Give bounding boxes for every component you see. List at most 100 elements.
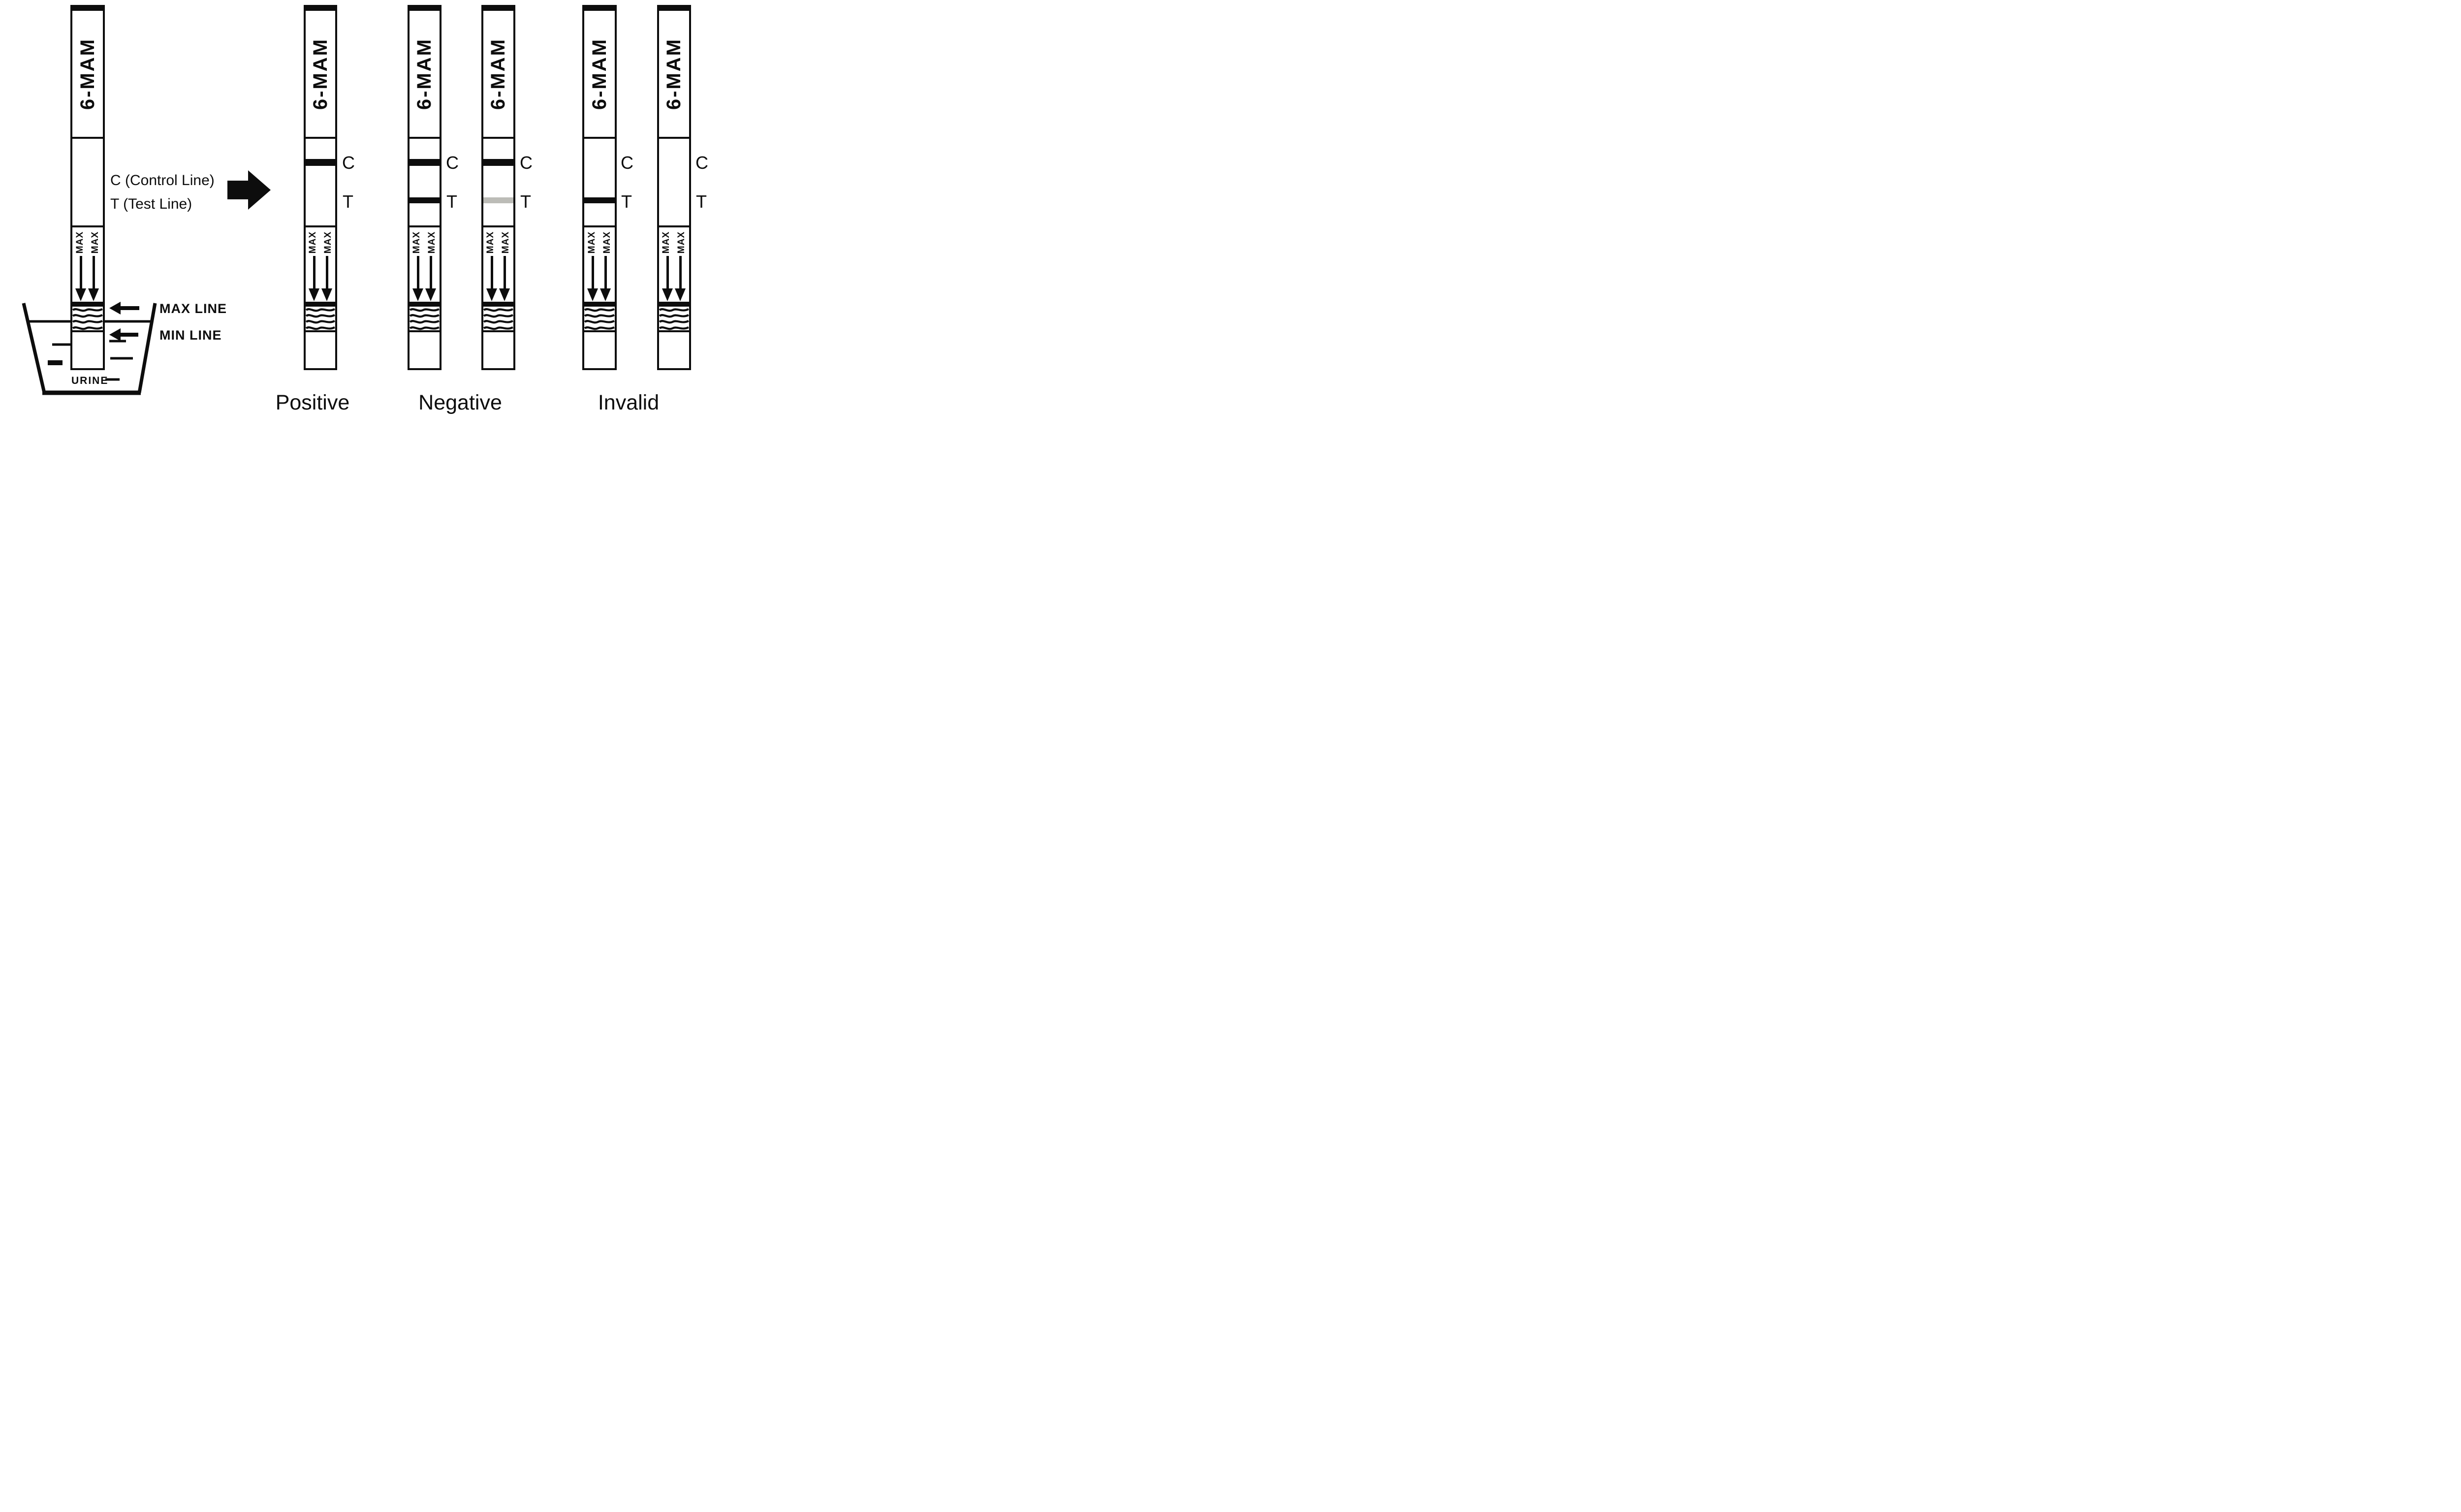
test-strip-invalid-1: 6-MAM MAX MAX <box>582 5 617 370</box>
control-line-bar <box>410 159 440 166</box>
max-words: MAX MAX <box>306 231 335 254</box>
down-arrow-icon <box>491 256 493 289</box>
section-divider <box>659 137 689 139</box>
sample-pad-waves-icon <box>483 308 513 330</box>
test-strip-positive: 6-MAM MAX MAX <box>304 5 337 370</box>
urine-label: URINE <box>71 375 109 386</box>
strip-title-area: 6-MAM <box>659 11 689 137</box>
min-line-arrow-icon <box>120 333 138 337</box>
down-arrow-icon <box>600 288 611 301</box>
down-arrow-icon <box>75 288 86 301</box>
strip-drug-label: 6-MAM <box>76 37 98 110</box>
down-arrow-icon <box>80 256 82 289</box>
down-arrow-icon <box>309 288 319 301</box>
test-line-bar <box>410 197 440 203</box>
control-marker: C <box>621 153 633 173</box>
section-divider <box>306 330 335 332</box>
strip-body: 6-MAM MAX MAX <box>584 11 615 368</box>
strip-drug-label: 6-MAM <box>487 37 509 110</box>
down-arrow-icon <box>430 256 432 289</box>
test-line-bar-faint <box>483 197 513 203</box>
test-strip-negative-2: 6-MAM MAX MAX <box>481 5 515 370</box>
section-divider <box>72 330 103 332</box>
control-marker: C <box>446 153 459 173</box>
max-text: MAX <box>74 231 85 254</box>
test-instruction-diagram: 6-MAM MAX MAX <box>0 0 756 425</box>
strip-body: 6-MAM MAX MAX <box>659 11 689 368</box>
strip-drug-label: 6-MAM <box>588 37 610 110</box>
legend-control-line: C (Control Line) <box>110 172 215 189</box>
down-arrow-icon <box>675 288 686 301</box>
down-arrow-icon <box>486 288 497 301</box>
max-fill-line <box>410 302 440 307</box>
max-text: MAX <box>307 231 318 254</box>
strip-drug-label: 6-MAM <box>309 37 331 110</box>
down-arrow-icon <box>499 288 510 301</box>
control-marker: C <box>520 153 533 173</box>
section-divider <box>584 330 615 332</box>
strip-title-area: 6-MAM <box>483 11 513 137</box>
down-arrow-icon <box>417 256 419 289</box>
down-arrow-icon <box>412 288 423 301</box>
sample-pad-waves-icon <box>72 308 103 330</box>
result-label-invalid: Invalid <box>598 391 660 414</box>
control-marker: C <box>695 153 708 173</box>
test-line-bar <box>584 197 615 203</box>
section-divider <box>483 330 513 332</box>
sample-pad-waves-icon <box>584 308 615 330</box>
down-arrow-icon <box>604 256 607 289</box>
max-fill-line <box>306 302 335 307</box>
max-fill-line <box>72 302 103 307</box>
section-divider <box>410 225 440 227</box>
down-arrow-icon <box>679 256 682 289</box>
section-divider <box>410 330 440 332</box>
section-divider <box>72 137 103 139</box>
control-line-bar <box>483 159 513 166</box>
down-arrow-icon <box>592 256 594 289</box>
result-label-positive: Positive <box>275 391 350 414</box>
max-words: MAX MAX <box>584 231 615 254</box>
down-arrow-icon <box>587 288 598 301</box>
down-arrow-icon <box>326 256 328 289</box>
strip-title-area: 6-MAM <box>584 11 615 137</box>
test-marker: T <box>696 191 707 212</box>
section-divider <box>483 137 513 139</box>
legend-test-line: T (Test Line) <box>110 196 192 212</box>
down-arrow-icon <box>425 288 436 301</box>
cup-right-wall <box>137 303 157 393</box>
big-right-arrow-icon <box>227 170 271 210</box>
max-line-label: MAX LINE <box>159 301 227 316</box>
section-divider <box>659 330 689 332</box>
test-strip-negative-1: 6-MAM MAX MAX <box>408 5 442 370</box>
max-words: MAX MAX <box>72 231 103 254</box>
test-marker: T <box>520 191 531 212</box>
max-words: MAX MAX <box>659 231 689 254</box>
control-marker: C <box>342 153 355 173</box>
down-arrow-icon <box>93 256 95 289</box>
strip-drug-label: 6-MAM <box>413 37 435 110</box>
result-label-negative: Negative <box>418 391 502 414</box>
down-arrow-icon <box>321 288 332 301</box>
cup-left-wall <box>22 303 46 393</box>
max-fill-line <box>584 302 615 307</box>
section-divider <box>659 225 689 227</box>
section-divider <box>72 225 103 227</box>
min-line-arrow-icon <box>109 328 121 341</box>
sample-pad-waves-icon <box>410 308 440 330</box>
max-line-arrow-icon <box>120 306 139 310</box>
sample-pad-waves-icon <box>306 308 335 330</box>
down-arrow-icon <box>88 288 99 301</box>
section-divider <box>584 137 615 139</box>
max-text: MAX <box>501 231 511 254</box>
max-words: MAX MAX <box>410 231 440 254</box>
max-text: MAX <box>485 231 496 254</box>
down-arrow-icon <box>313 256 316 289</box>
max-line-arrow-icon <box>109 302 121 315</box>
down-arrow-icon <box>666 256 669 289</box>
strip-body: 6-MAM MAX MAX <box>483 11 513 368</box>
section-divider <box>410 137 440 139</box>
strip-body: 6-MAM MAX MAX <box>410 11 440 368</box>
max-text: MAX <box>601 231 612 254</box>
strip-title-area: 6-MAM <box>306 11 335 137</box>
strip-body: 6-MAM MAX MAX <box>306 11 335 368</box>
